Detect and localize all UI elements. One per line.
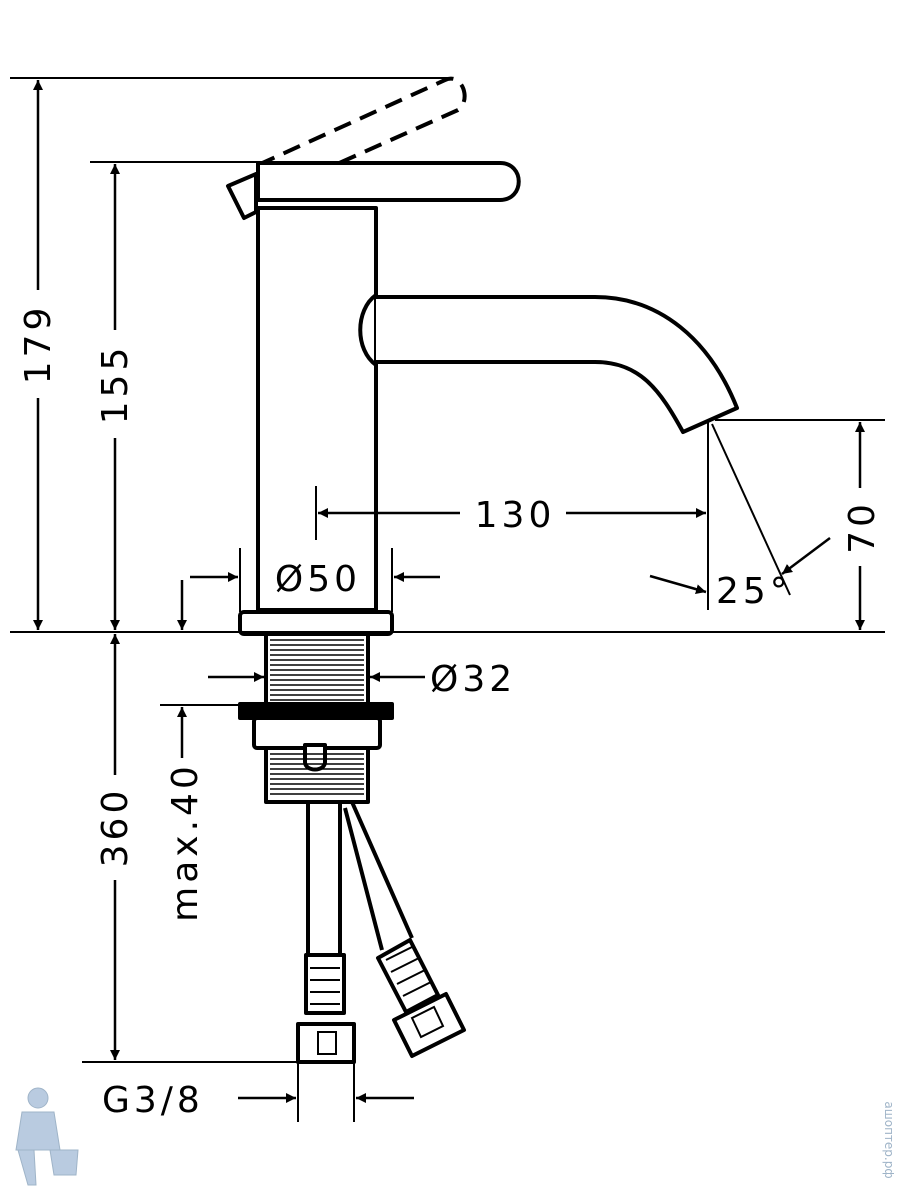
dim-label-70: 70 [842, 500, 883, 554]
dim-label-diameter-32: Ø32 [430, 659, 516, 700]
fixing-screw [303, 743, 327, 772]
dim-label-g3-8: G3/8 [102, 1080, 204, 1121]
reference-lines [10, 77, 885, 1122]
dim-label-360: 360 [95, 787, 136, 868]
mounting-washer [238, 702, 394, 720]
dim-label-130: 130 [475, 495, 556, 536]
dim-label-155: 155 [95, 344, 136, 425]
dim-label-angle-25: 25° [716, 571, 792, 612]
hose-crimp-details [310, 945, 445, 1055]
spout [376, 295, 739, 434]
lower-thread-lines [270, 753, 364, 795]
plumber-mascot-icon [15, 1087, 79, 1186]
lever-cap [226, 172, 258, 220]
dim-label-179: 179 [18, 304, 59, 385]
dim-label-diameter-50: Ø50 [275, 559, 361, 600]
supply-hose-right [343, 801, 414, 951]
dimension-arrows [33, 80, 865, 1103]
dim-label-max-40: max.40 [165, 762, 206, 922]
shank-thread-lines [270, 639, 364, 701]
lever-raised-position [257, 76, 467, 187]
hex-nut-left [296, 1022, 356, 1064]
watermark-text: ашоптер.рф [882, 1101, 896, 1178]
hose-ferrule-right [376, 938, 440, 1014]
lever-handle [256, 161, 521, 202]
base-flange [238, 610, 394, 636]
spout-joint [358, 293, 378, 367]
hex-nut-right [392, 992, 466, 1058]
faucet-body [256, 206, 378, 612]
supply-hose-left [306, 802, 342, 955]
